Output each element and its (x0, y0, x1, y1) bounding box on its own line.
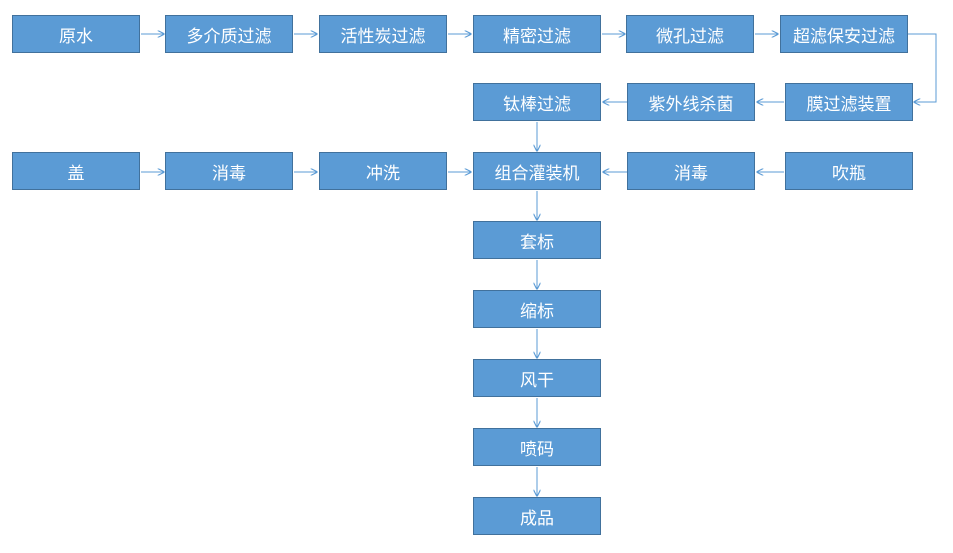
node-cap: 盖 (12, 152, 140, 190)
node-blow-bottle: 吹瓶 (785, 152, 913, 190)
node-finished-product: 成品 (473, 497, 601, 535)
node-inkjet-code: 喷码 (473, 428, 601, 466)
node-membrane-filter-device: 膜过滤装置 (785, 83, 913, 121)
node-ultrafiltration-security-filter: 超滤保安过滤 (780, 15, 908, 53)
node-rinse: 冲洗 (319, 152, 447, 190)
arrow-ultrafiltration-to-membrane (908, 33, 937, 102)
node-titanium-rod-filter: 钛棒过滤 (473, 83, 601, 121)
node-activated-carbon-filter: 活性炭过滤 (319, 15, 447, 53)
node-filling-machine: 组合灌装机 (473, 152, 601, 190)
node-precision-filter: 精密过滤 (473, 15, 601, 53)
node-multimedia-filter: 多介质过滤 (165, 15, 293, 53)
node-cap-disinfection: 消毒 (165, 152, 293, 190)
node-microporous-filter: 微孔过滤 (626, 15, 754, 53)
node-bottle-disinfection: 消毒 (627, 152, 755, 190)
node-shrink-label: 缩标 (473, 290, 601, 328)
node-sleeve-label: 套标 (473, 221, 601, 259)
node-uv-sterilization: 紫外线杀菌 (627, 83, 755, 121)
node-raw-water: 原水 (12, 15, 140, 53)
node-air-dry: 风干 (473, 359, 601, 397)
